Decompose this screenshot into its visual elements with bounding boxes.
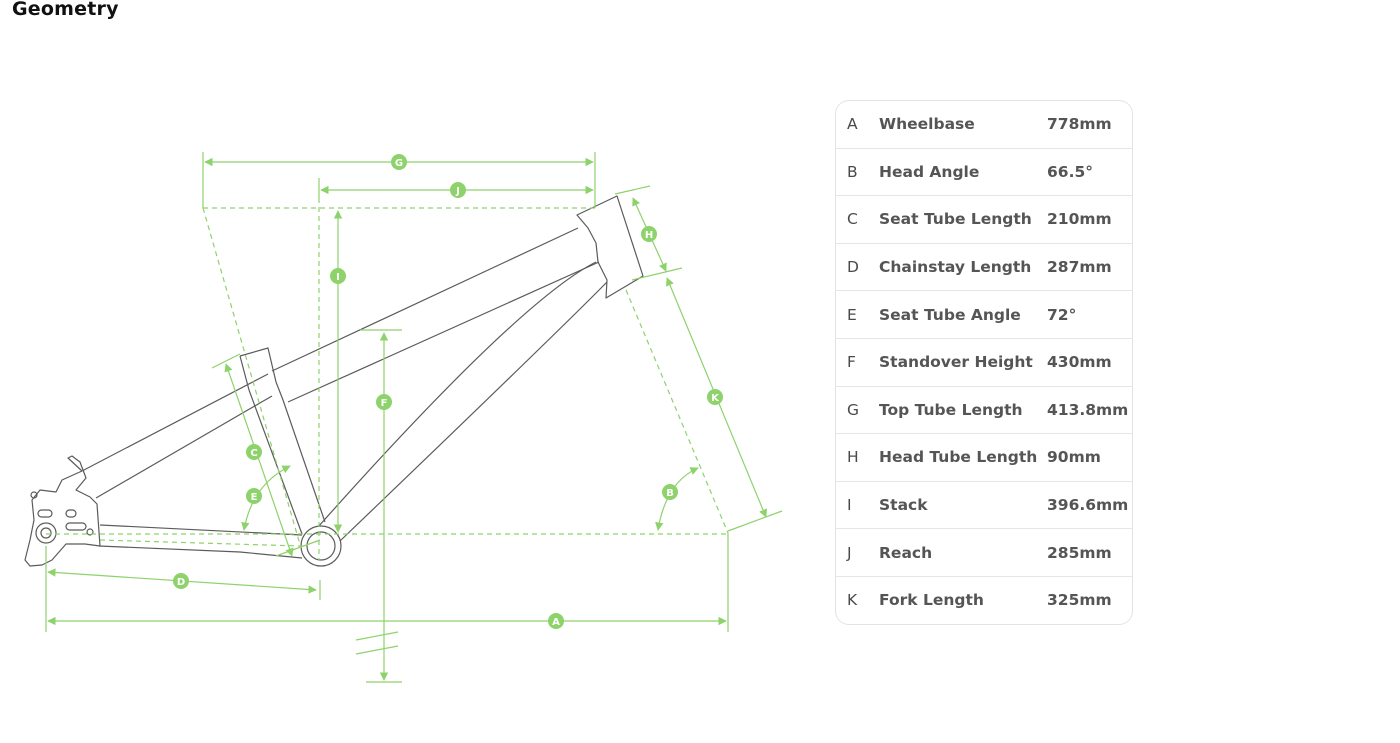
row-letter: A	[847, 115, 858, 134]
row-letter: K	[847, 591, 858, 610]
row-value: 210mm	[1047, 210, 1112, 229]
svg-text:C: C	[250, 448, 257, 459]
row-label: Seat Tube Length	[879, 210, 1032, 229]
row-label: Stack	[879, 496, 928, 515]
row-label: Fork Length	[879, 591, 984, 610]
marker-k: K	[707, 389, 723, 405]
svg-text:E: E	[251, 492, 258, 503]
table-row-top-tube-length: G Top Tube Length 413.8mm	[836, 387, 1132, 435]
table-row-stack: I Stack 396.6mm	[836, 482, 1132, 530]
svg-text:H: H	[645, 230, 653, 241]
row-value: 325mm	[1047, 591, 1112, 610]
svg-text:F: F	[381, 398, 388, 409]
table-row-head-tube-length: H Head Tube Length 90mm	[836, 434, 1132, 482]
geometry-table: A Wheelbase 778mm B Head Angle 66.5° C S…	[835, 100, 1133, 625]
row-letter: B	[847, 162, 858, 181]
row-value: 413.8mm	[1047, 400, 1129, 419]
table-row-head-angle: B Head Angle 66.5°	[836, 149, 1132, 197]
marker-e: E	[246, 488, 262, 504]
marker-b: B	[662, 484, 678, 500]
row-value: 66.5°	[1047, 162, 1093, 181]
marker-c: C	[246, 444, 262, 460]
row-value: 778mm	[1047, 115, 1112, 134]
row-label: Reach	[879, 543, 933, 562]
row-label: Head Angle	[879, 162, 980, 181]
marker-j: J	[450, 182, 466, 198]
marker-h: H	[641, 226, 657, 242]
row-label: Chainstay Length	[879, 258, 1032, 277]
marker-g: G	[391, 154, 407, 170]
page-title: Geometry	[12, 0, 119, 20]
table-row-seat-tube-angle: E Seat Tube Angle 72°	[836, 291, 1132, 339]
svg-text:G: G	[395, 158, 403, 169]
svg-text:I: I	[336, 272, 340, 283]
table-row-standover-height: F Standover Height 430mm	[836, 339, 1132, 387]
marker-i: I	[330, 268, 346, 284]
row-letter: J	[847, 543, 852, 562]
row-value: 285mm	[1047, 543, 1112, 562]
svg-text:A: A	[552, 617, 560, 628]
row-value: 72°	[1047, 305, 1077, 324]
svg-text:B: B	[666, 488, 674, 499]
row-value: 90mm	[1047, 448, 1101, 467]
row-letter: I	[847, 496, 852, 515]
bike-frame	[24, 195, 644, 567]
row-label: Seat Tube Angle	[879, 305, 1021, 324]
row-label: Wheelbase	[879, 115, 975, 134]
row-value: 396.6mm	[1047, 496, 1129, 515]
row-letter: G	[847, 400, 860, 419]
row-label: Top Tube Length	[879, 400, 1023, 419]
row-value: 287mm	[1047, 258, 1112, 277]
table-row-wheelbase: A Wheelbase 778mm	[836, 101, 1132, 149]
table-row-seat-tube-length: C Seat Tube Length 210mm	[836, 196, 1132, 244]
row-letter: E	[847, 305, 857, 324]
dimension-lines	[45, 152, 783, 683]
row-value: 430mm	[1047, 353, 1112, 372]
table-row-chainstay-length: D Chainstay Length 287mm	[836, 244, 1132, 292]
row-letter: F	[847, 353, 856, 372]
marker-f: F	[376, 394, 392, 410]
row-label: Head Tube Length	[879, 448, 1038, 467]
table-row-reach: J Reach 285mm	[836, 529, 1132, 577]
row-letter: C	[847, 210, 858, 229]
svg-text:K: K	[711, 393, 720, 404]
table-row-fork-length: K Fork Length 325mm	[836, 577, 1132, 624]
frame-geometry-diagram: A B C D E F G H I J K	[24, 152, 783, 683]
row-label: Standover Height	[879, 353, 1033, 372]
marker-a: A	[548, 613, 564, 629]
svg-text:J: J	[455, 186, 460, 197]
row-letter: D	[847, 258, 859, 277]
marker-d: D	[173, 573, 189, 589]
row-letter: H	[847, 448, 859, 467]
svg-text:D: D	[177, 577, 185, 588]
